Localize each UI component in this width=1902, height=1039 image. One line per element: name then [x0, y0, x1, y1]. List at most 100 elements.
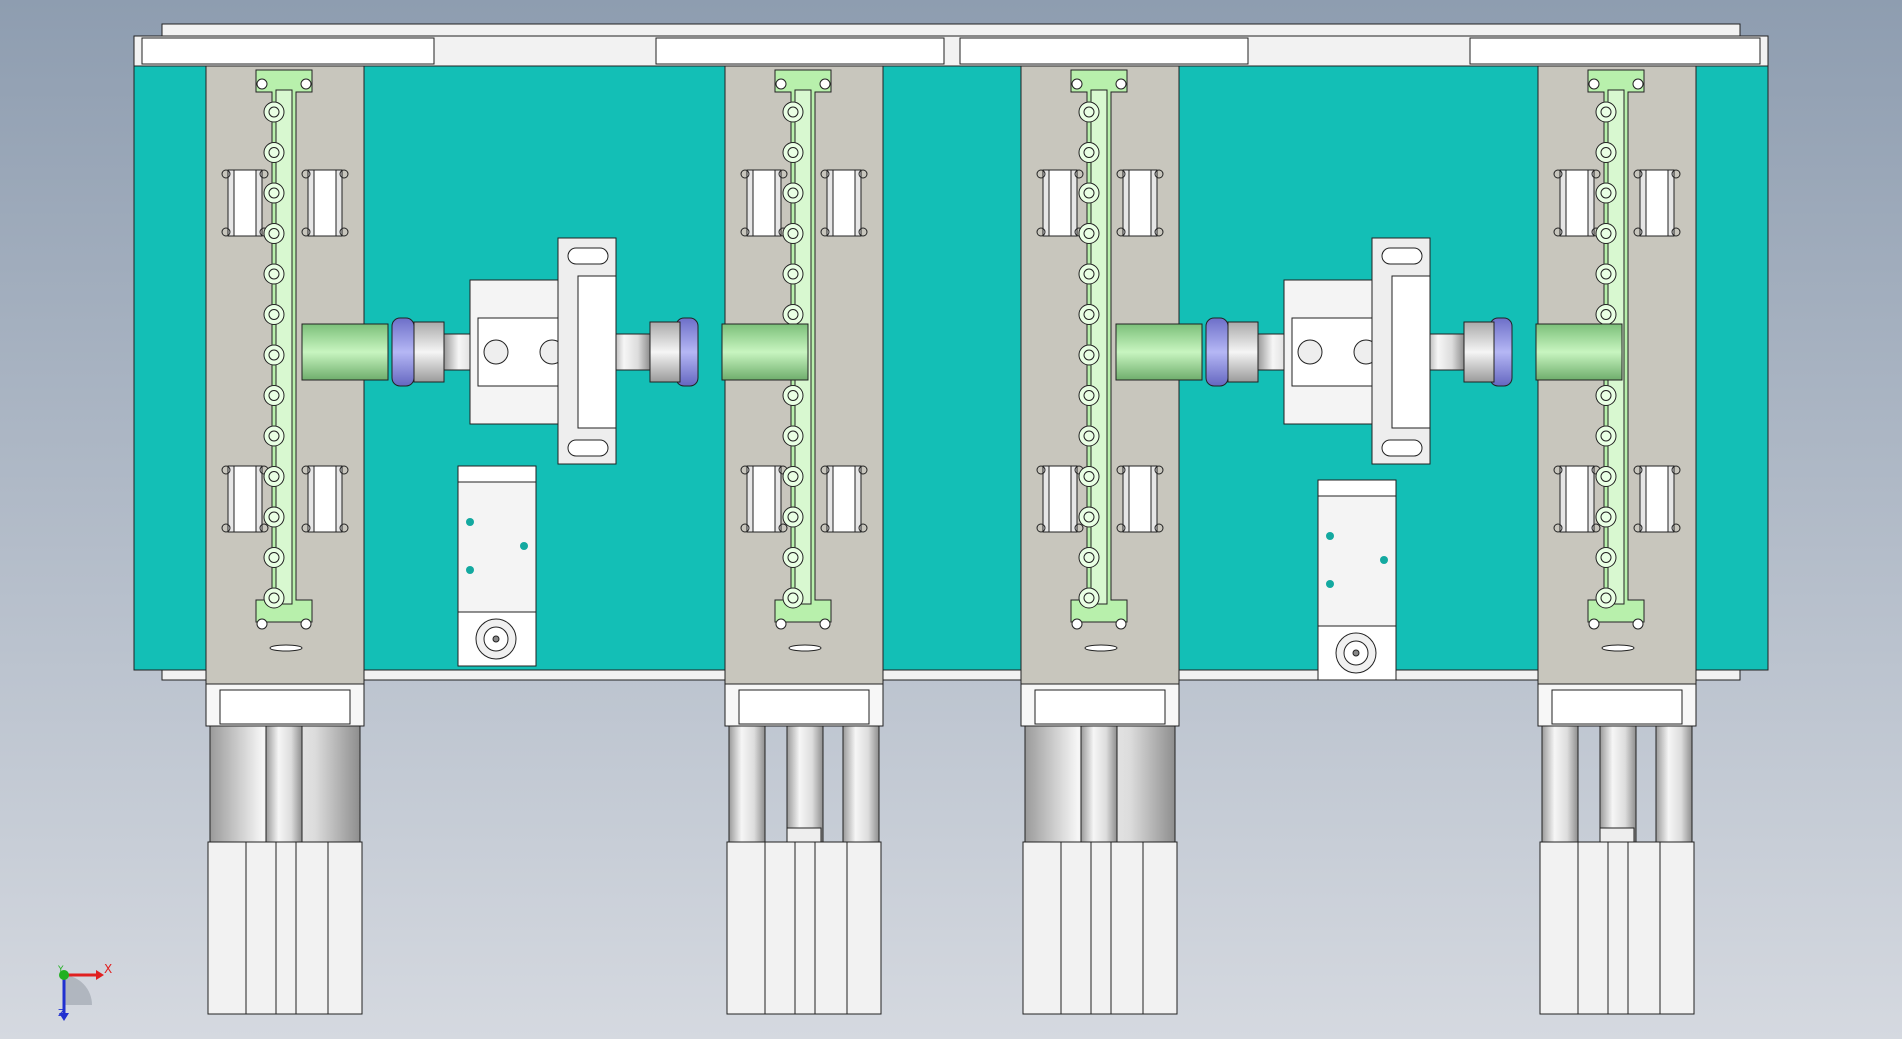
rail-bolt-inner [1600, 147, 1612, 158]
rail-bolt [1595, 466, 1617, 487]
screw-hole [1116, 227, 1126, 237]
screw-hole [339, 523, 349, 533]
rail-bolt [782, 304, 804, 325]
rail-bolt [263, 385, 285, 406]
screw-hole [778, 523, 788, 533]
rail-bolt [1595, 101, 1617, 123]
rail-bolt [263, 344, 285, 366]
rail-bolt [1078, 182, 1100, 204]
washer [1205, 317, 1229, 387]
valve-port-dot [1380, 556, 1388, 564]
rail-bolt [263, 142, 285, 163]
oil-port [1084, 644, 1118, 652]
rail-bolt [782, 101, 804, 123]
screw-hole [1671, 523, 1681, 533]
rail-bolt [1078, 304, 1100, 325]
oil-port [269, 644, 303, 652]
screw-hole [740, 169, 750, 179]
rail-bolt-inner [268, 390, 280, 401]
rail-bolt-inner [1600, 268, 1612, 280]
rail-bolt [782, 587, 804, 609]
rail-bolt-inner [787, 106, 799, 118]
port [1297, 339, 1323, 365]
rail-bolt [782, 547, 804, 568]
screw-hole [1154, 169, 1164, 179]
guide-rod [1655, 725, 1693, 843]
threaded-rod [609, 333, 651, 371]
screw-hole [1633, 523, 1643, 533]
piston-rod [1080, 725, 1118, 843]
rail-bolt-inner [787, 147, 799, 158]
screw-hole [1154, 465, 1164, 475]
rod-fitting-left [301, 323, 389, 381]
hex-nut [1463, 321, 1495, 383]
screw-hole [1036, 227, 1046, 237]
rail-bolt [263, 425, 285, 447]
rail-bolt [1595, 304, 1617, 325]
screw-hole [1633, 465, 1643, 475]
rail-bolt [1078, 547, 1100, 568]
rail-bolt-inner [787, 187, 799, 199]
screw-hole [820, 523, 830, 533]
screw-hole [1116, 523, 1126, 533]
screw-hole [1036, 465, 1046, 475]
rail-bolt-inner [1083, 471, 1095, 482]
rail-end-hole [1071, 78, 1083, 90]
lower-cap-inner [1034, 689, 1166, 725]
rail-bolt-inner [787, 390, 799, 401]
cylinder-body [207, 841, 363, 1015]
slot-inner [832, 465, 856, 533]
lower-cap-inner [1551, 689, 1683, 725]
rail-bolt [1078, 506, 1100, 528]
screw-hole [301, 227, 311, 237]
valve-cap [457, 465, 537, 483]
rail-bolt [1078, 344, 1100, 366]
rail-bolt-inner [268, 309, 280, 320]
rail-bolt-inner [1600, 106, 1612, 118]
screw-hole [339, 169, 349, 179]
screw-hole [1154, 523, 1164, 533]
rail-bolt-inner [1083, 309, 1095, 320]
valve-port-dot [466, 518, 474, 526]
slot-inner [752, 169, 776, 237]
rail-bolt [1595, 223, 1617, 244]
rail-bolt-inner [1600, 309, 1612, 320]
rail-bolt-inner [268, 471, 280, 482]
screw-hole [1154, 227, 1164, 237]
rail-bolt [1595, 182, 1617, 204]
screw-hole [221, 465, 231, 475]
rail-bolt-inner [1083, 592, 1095, 604]
cylinder-assembly-1 [301, 237, 809, 465]
guide-module-4 [1537, 65, 1697, 1015]
slot-inner [1128, 169, 1152, 237]
screw-hole [820, 227, 830, 237]
lower-cap-inner [738, 689, 870, 725]
valve-fitting-center [492, 635, 500, 643]
screw-hole [1633, 169, 1643, 179]
solenoid-valves [457, 465, 1397, 681]
rail-bolt-inner [787, 592, 799, 604]
rail-bolt-inner [1600, 511, 1612, 523]
screw-hole [339, 227, 349, 237]
screw-hole [1591, 523, 1601, 533]
rail-bolt-inner [1600, 471, 1612, 482]
rail-bolt-inner [1083, 349, 1095, 361]
rail-bolt [782, 425, 804, 447]
screw-hole [858, 169, 868, 179]
rail-bolt-inner [268, 592, 280, 604]
rail-bolt [1595, 587, 1617, 609]
screw-hole [301, 523, 311, 533]
guide-module-1 [205, 65, 365, 1015]
bracket-flange [1391, 275, 1431, 429]
rail-bolt-inner [1600, 187, 1612, 199]
screw-hole [1553, 523, 1563, 533]
slot-inner [1565, 465, 1589, 533]
screw-hole [301, 465, 311, 475]
valve-port-dot [1326, 580, 1334, 588]
hex-nut [1227, 321, 1259, 383]
rail-bolt-inner [1083, 430, 1095, 442]
screw-hole [1671, 465, 1681, 475]
port [483, 339, 509, 365]
